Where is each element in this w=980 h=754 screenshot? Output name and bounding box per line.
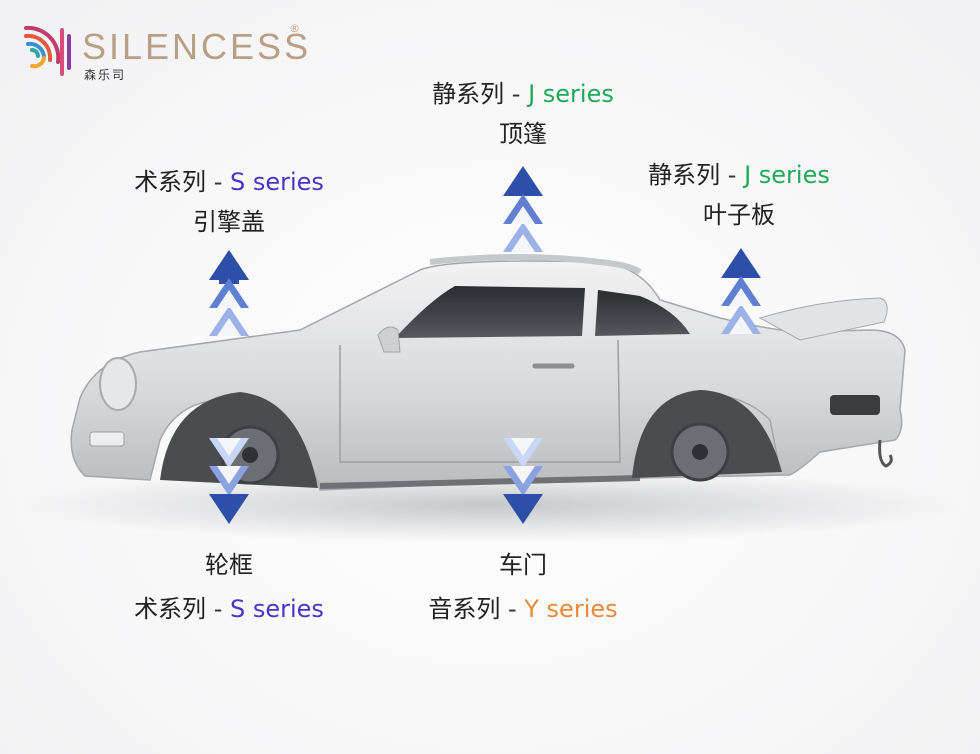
hood-label: 术系列 - S series 引擎盖	[126, 162, 332, 242]
roof-series: 静系列 - J series	[432, 80, 614, 108]
logo-chinese-name: 森乐司	[84, 68, 127, 82]
tail-light	[830, 395, 880, 415]
headlight	[99, 357, 137, 411]
fender-label: 静系列 - J series 叶子板	[636, 155, 842, 235]
logo-registered-mark: ®	[289, 22, 300, 35]
door-seam	[339, 339, 621, 463]
rear-spoiler	[758, 297, 888, 341]
fender-part-name: 叶子板	[703, 201, 775, 229]
hood-series: 术系列 - S series	[134, 168, 324, 196]
wheel-label: 轮框 术系列 - S series	[126, 545, 332, 629]
door-series: 音系列 - Y series	[428, 595, 618, 623]
logo-wordmark: SILENCESS	[82, 26, 312, 67]
door-label: 车门 音系列 - Y series	[418, 545, 628, 629]
sound-wave-icon	[24, 25, 71, 76]
roof-part-name: 顶篷	[499, 120, 547, 148]
tow-hook	[878, 439, 893, 468]
roof-line	[429, 254, 642, 275]
roof-label: 静系列 - J series 顶篷	[420, 74, 626, 154]
roof-up-arrows	[503, 166, 543, 252]
fender-up-arrows	[721, 248, 761, 334]
hood-part-name: 引擎盖	[193, 208, 265, 236]
ground-shadow	[20, 467, 960, 543]
wheel-part-name: 轮框	[205, 551, 253, 579]
rocker-panel	[319, 475, 641, 489]
door-down-arrows	[503, 438, 543, 524]
wheel-series: 术系列 - S series	[134, 595, 324, 623]
fender-series: 静系列 - J series	[648, 161, 830, 189]
wheel-down-arrows	[209, 438, 249, 524]
door-part-name: 车门	[499, 551, 547, 579]
side-mirror	[377, 326, 401, 353]
hood-up-arrows	[209, 250, 249, 336]
side-window-front	[395, 286, 585, 338]
brand-logo: SILENCESS ® 森乐司	[22, 22, 312, 82]
fog-light	[89, 431, 125, 447]
side-window-rear	[595, 290, 690, 336]
